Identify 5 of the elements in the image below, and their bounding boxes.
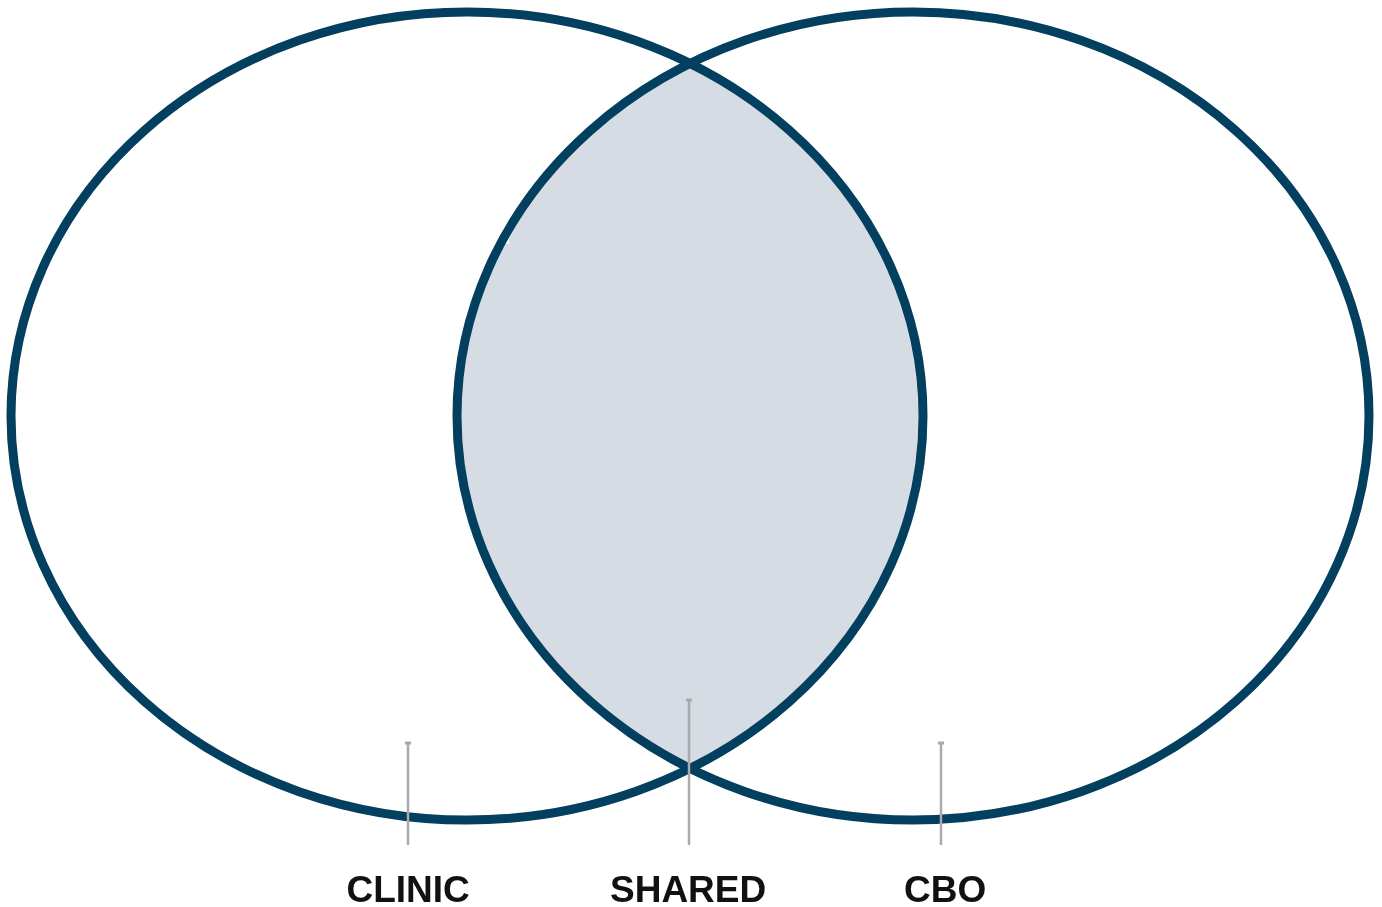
region-label: CBO — [904, 871, 987, 907]
region-label: SHARED — [610, 871, 767, 907]
venn-circle — [452, 7, 1374, 825]
region-label: CLINIC — [346, 871, 470, 907]
venn-circle — [6, 7, 928, 825]
